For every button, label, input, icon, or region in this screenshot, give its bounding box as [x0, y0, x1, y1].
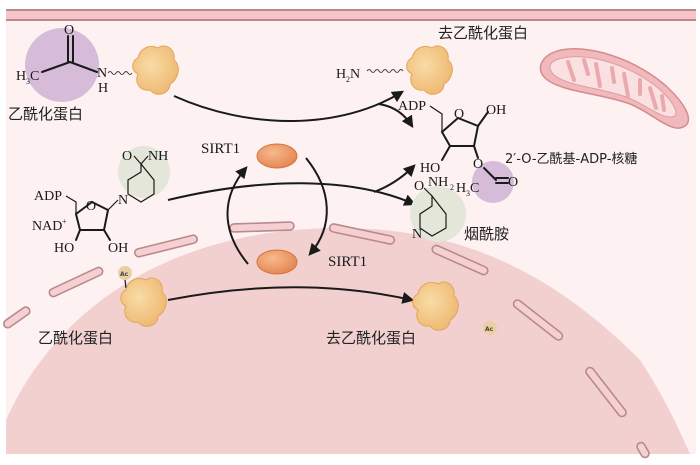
methyl-h: H — [16, 69, 26, 84]
ac-badge-free-label: Ac — [485, 326, 494, 333]
ac-badge-label: Ac — [120, 271, 129, 278]
nad-oh: OH — [108, 241, 128, 256]
nad-pyridine-n: N — [118, 193, 128, 208]
amine-subscript: 2 — [346, 75, 350, 84]
ring-oxygen: O — [454, 107, 464, 122]
arrow-deacetylation-cytoplasm — [173, 90, 405, 122]
carbonyl-oxygen: O — [64, 23, 74, 38]
cell-membrane-top — [6, 9, 696, 21]
ac-badge-free — [483, 321, 497, 335]
sirt1-cytoplasm: SIRT1 — [201, 141, 298, 169]
hydroxyl-1: OH — [486, 103, 506, 118]
arrow-sirt1-import — [305, 157, 328, 256]
deacetylated-protein-cytoplasm: 去乙酰化蛋白 H 2 N — [336, 24, 528, 95]
adp-label: ADP — [398, 99, 426, 114]
nad-amide-nh: NH — [148, 149, 168, 164]
ester-oxygen: O — [473, 157, 483, 172]
protein-blob — [132, 45, 179, 95]
hydroxyl-2: HO — [420, 161, 440, 176]
nad-plus-label: NAD — [32, 219, 62, 234]
nam-pyridine-n: N — [412, 227, 422, 242]
nad-molecule: O NH N ADP O HO OH NAD + — [32, 146, 170, 256]
nicotinamide-label: 烟酰胺 — [464, 225, 509, 243]
sirt1-label-cytoplasm: SIRT1 — [201, 141, 240, 157]
deacetylated-protein-label: 去乙酰化蛋白 — [438, 24, 528, 42]
deacetylated-protein-nucleus-label: 去乙酰化蛋白 — [326, 329, 416, 347]
methyl-subscript: 3 — [26, 77, 30, 86]
nad-ring-o: O — [86, 199, 96, 214]
nad-carbonyl-o: O — [122, 149, 132, 164]
ac-badge-attached — [118, 266, 132, 280]
arrow-nad-to-nicotinamide — [167, 182, 417, 206]
amide-hydrogen: H — [98, 81, 108, 96]
acetyl-oxygen: O — [508, 175, 518, 190]
sirt1-label-nucleus: SIRT1 — [328, 254, 367, 270]
acetyl-methyl-subscript: 3 — [466, 189, 470, 198]
acetylated-protein-cytoplasm: O H 3 C N H 乙酰化蛋白 — [8, 23, 179, 123]
amine-n: N — [350, 67, 360, 82]
nicotinamide-highlight — [118, 146, 170, 198]
nicotinamide: O NH 2 N 烟酰胺 — [410, 175, 509, 243]
acetyl-adp-ribose-label: 2′-O-乙酰基-ADP-核糖 — [505, 151, 637, 167]
nam-nh2-sub: 2 — [450, 183, 454, 192]
acetyl-group-highlight — [472, 161, 514, 203]
amide-nitrogen: N — [97, 66, 107, 81]
sirt1-protein-cytoplasm — [256, 143, 298, 169]
nam-nh2: NH — [428, 175, 448, 190]
acetyl-adp-ribose: ADP O OH HO O O H 3 C 2′-O-乙酰基-ADP-核糖 — [398, 99, 637, 203]
acetylated-protein-nucleus: Ac 乙酰化蛋白 — [38, 266, 167, 347]
arrow-nad-to-ribose — [373, 164, 416, 193]
protein-blob — [406, 45, 453, 95]
arrow-to-ribose — [377, 103, 414, 129]
arrow-sirt1-export — [226, 166, 249, 265]
nucleus — [6, 228, 690, 454]
deacetylated-protein-nucleus: 去乙酰化蛋白 Ac — [326, 281, 497, 347]
nad-ho: HO — [54, 241, 74, 256]
acetylated-protein-nucleus-label: 乙酰化蛋白 — [38, 329, 113, 347]
protein-blob — [412, 281, 459, 331]
acetyl-methyl-c: C — [470, 181, 479, 196]
nicotinamide-highlight — [410, 186, 466, 242]
acetylated-protein-label: 乙酰化蛋白 — [8, 105, 83, 123]
mitochondrion — [539, 47, 690, 129]
methyl-c: C — [30, 69, 39, 84]
sirt1-nucleus: SIRT1 — [256, 249, 367, 275]
sirt1-protein-nucleus — [256, 249, 298, 275]
acetyl-methyl-h: H — [456, 181, 466, 196]
amine-h: H — [336, 67, 346, 82]
nuclear-envelope — [3, 221, 650, 459]
arrow-deacetylation-nucleus — [167, 286, 415, 304]
protein-blob — [120, 277, 167, 327]
nam-carbonyl-o: O — [414, 179, 424, 194]
nad-adp-label: ADP — [34, 189, 62, 204]
nad-plus-charge: + — [62, 217, 67, 226]
